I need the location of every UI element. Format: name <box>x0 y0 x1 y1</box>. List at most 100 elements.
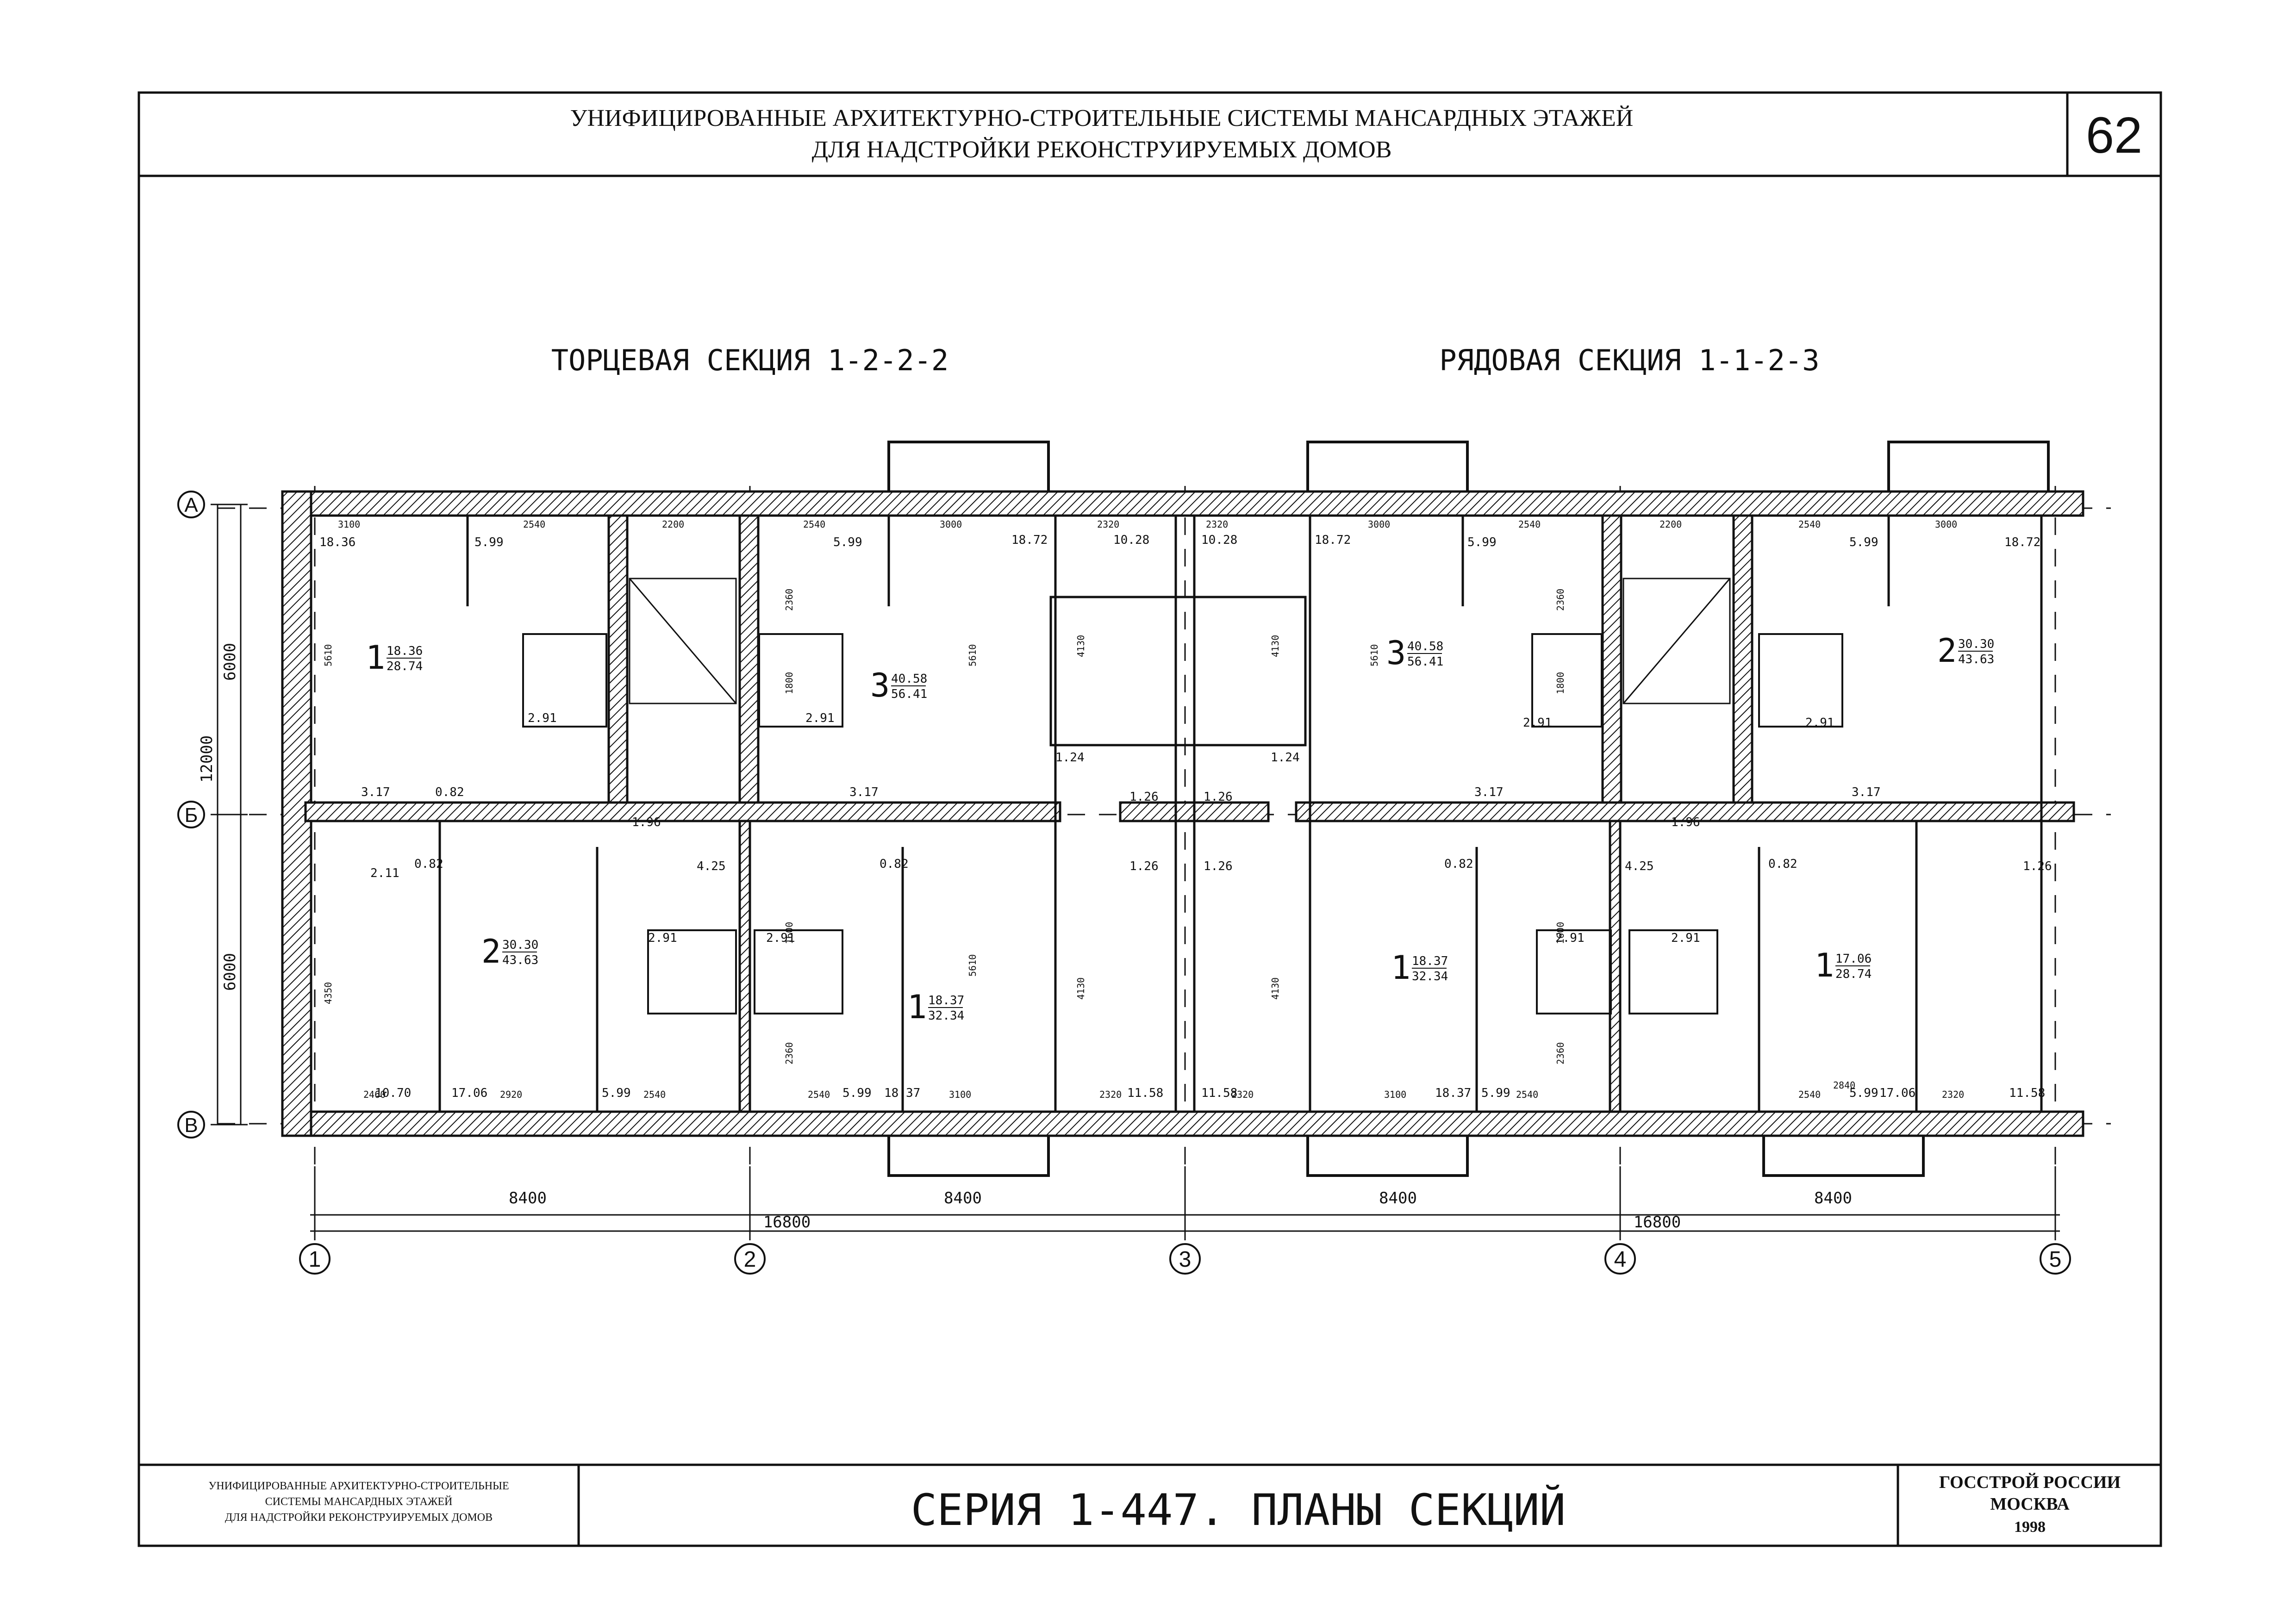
svg-text:2540: 2540 <box>808 1089 830 1100</box>
svg-text:10.28: 10.28 <box>1113 533 1149 547</box>
svg-text:30.30: 30.30 <box>502 938 538 952</box>
svg-text:1600: 1600 <box>1555 922 1566 944</box>
svg-text:1.96: 1.96 <box>632 815 661 829</box>
svg-text:5.99: 5.99 <box>842 1086 872 1100</box>
dim-section-1: 16800 <box>763 1213 811 1232</box>
apartment-label: 2 30.30 43.63 <box>481 933 538 971</box>
svg-text:5.99: 5.99 <box>1849 535 1878 549</box>
svg-text:1.24: 1.24 <box>1055 751 1085 765</box>
svg-text:40.58: 40.58 <box>1407 640 1443 653</box>
dim-vertical-total: 12000 <box>198 735 216 783</box>
svg-text:3000: 3000 <box>940 519 962 530</box>
axis-label-4: 4 <box>1614 1247 1627 1272</box>
svg-text:2.91: 2.91 <box>1671 931 1700 945</box>
svg-text:4130: 4130 <box>1075 977 1086 1000</box>
svg-text:2460: 2460 <box>363 1089 386 1100</box>
svg-text:11.58: 11.58 <box>1201 1086 1237 1100</box>
room-areas-mid: 2.91 2.91 2.91 2.91 3.17 3.17 3.17 3.17 … <box>361 711 2052 945</box>
svg-text:2540: 2540 <box>1798 519 1821 530</box>
svg-text:11.58: 11.58 <box>2009 1086 2045 1100</box>
small-dims-top: 3100 2540 2200 2540 3000 2320 2320 3000 … <box>338 519 1957 530</box>
room-areas-bottom: 10.70 17.06 5.99 5.99 18.37 11.58 11.58 … <box>375 1086 2045 1100</box>
dim-vertical-part-2: 6000 <box>221 953 239 991</box>
section-title-end: ТОРЦЕВАЯ СЕКЦИЯ 1-2-2-2 <box>551 343 949 377</box>
section-title-row: РЯДОВАЯ СЕКЦИЯ 1-1-2-3 <box>1439 343 1819 377</box>
svg-text:28.74: 28.74 <box>387 660 423 673</box>
svg-text:1: 1 <box>366 639 385 677</box>
svg-text:2360: 2360 <box>1555 589 1566 611</box>
svg-text:18.37: 18.37 <box>1435 1086 1471 1100</box>
axis-label-v: В <box>184 1114 198 1137</box>
svg-text:2: 2 <box>1937 632 1957 670</box>
svg-text:32.34: 32.34 <box>928 1009 964 1023</box>
svg-text:2.91: 2.91 <box>1555 931 1585 945</box>
svg-text:2840: 2840 <box>1833 1080 1855 1091</box>
sheet-number: 62 <box>2086 107 2142 164</box>
footer-org-line-1: ГОССТРОЙ РОССИИ <box>1939 1473 2121 1492</box>
dim-bay-2: 8400 <box>944 1189 982 1207</box>
svg-text:2: 2 <box>481 933 501 971</box>
footer-left-line-3: ДЛЯ НАДСТРОЙКИ РЕКОНСТРУИРУЕМЫХ ДОМОВ <box>225 1512 493 1524</box>
svg-text:2320: 2320 <box>1099 1089 1122 1100</box>
room-areas-top: 18.36 5.99 5.99 18.72 10.28 10.28 18.72 … <box>319 533 2040 549</box>
title-block <box>137 1463 2162 1547</box>
svg-text:4350: 4350 <box>323 982 334 1004</box>
svg-text:2540: 2540 <box>1798 1089 1821 1100</box>
svg-text:28.74: 28.74 <box>1835 967 1872 981</box>
partitions <box>438 516 2043 1112</box>
bathrooms <box>522 633 1843 1014</box>
apartment-label: 1 17.06 28.74 <box>1815 946 1872 984</box>
svg-text:17.06: 17.06 <box>451 1086 487 1100</box>
footer-org-line-3: 1998 <box>2014 1518 2046 1536</box>
svg-text:2.91: 2.91 <box>1523 716 1552 730</box>
svg-text:2200: 2200 <box>662 519 684 530</box>
small-dims-vertical: 5610 5610 5610 5610 4350 4130 4130 4130 … <box>323 589 1566 1064</box>
walls <box>281 490 2084 1137</box>
footer-org-line-2: МОСКВА <box>1990 1494 2070 1514</box>
svg-text:40.58: 40.58 <box>891 672 927 686</box>
axis-label-2: 2 <box>744 1247 756 1272</box>
apartment-label: 2 30.30 43.63 <box>1937 632 1994 670</box>
svg-text:18.37: 18.37 <box>1412 954 1448 968</box>
svg-text:5610: 5610 <box>967 644 978 666</box>
svg-text:2.91: 2.91 <box>1805 716 1834 730</box>
row-axis-markers <box>177 491 205 1139</box>
svg-text:1800: 1800 <box>1555 672 1566 694</box>
column-axis-markers <box>299 1243 2071 1275</box>
svg-text:5.99: 5.99 <box>1481 1086 1510 1100</box>
axis-grid <box>218 486 2111 1185</box>
svg-text:18.36: 18.36 <box>387 644 423 658</box>
svg-text:18.37: 18.37 <box>884 1086 920 1100</box>
svg-text:0.82: 0.82 <box>435 785 464 799</box>
stairs <box>629 578 1731 704</box>
svg-text:3100: 3100 <box>338 519 360 530</box>
axis-marker-a <box>177 491 205 518</box>
svg-text:56.41: 56.41 <box>891 687 927 701</box>
small-dims-bottom: 2460 2920 2540 2540 3100 2320 2320 3100 … <box>363 1080 1964 1100</box>
svg-text:10.28: 10.28 <box>1201 533 1237 547</box>
axis-label-b: Б <box>185 804 198 827</box>
svg-text:18.72: 18.72 <box>1315 533 1351 547</box>
svg-text:1.26: 1.26 <box>1204 859 1233 873</box>
svg-text:4130: 4130 <box>1075 635 1086 657</box>
svg-text:1.24: 1.24 <box>1271 751 1300 765</box>
svg-text:2320: 2320 <box>1097 519 1119 530</box>
svg-text:17.06: 17.06 <box>1879 1086 1915 1100</box>
svg-text:1800: 1800 <box>784 672 795 694</box>
svg-text:1600: 1600 <box>784 922 795 944</box>
svg-text:0.82: 0.82 <box>880 857 909 871</box>
svg-text:2.11: 2.11 <box>370 866 399 880</box>
svg-text:3.17: 3.17 <box>849 785 879 799</box>
svg-text:2540: 2540 <box>523 519 545 530</box>
svg-text:5.99: 5.99 <box>602 1086 631 1100</box>
svg-text:4130: 4130 <box>1270 635 1281 657</box>
apartment-label: 1 18.36 28.74 <box>366 639 423 677</box>
svg-text:10.70: 10.70 <box>375 1086 411 1100</box>
svg-text:56.41: 56.41 <box>1407 655 1443 669</box>
svg-text:11.58: 11.58 <box>1127 1086 1163 1100</box>
dim-section-2: 16800 <box>1634 1213 1681 1232</box>
svg-text:1.26: 1.26 <box>1129 790 1159 804</box>
svg-text:3000: 3000 <box>1935 519 1957 530</box>
svg-text:2540: 2540 <box>803 519 825 530</box>
apartment-label: 1 18.37 32.34 <box>1391 949 1448 987</box>
